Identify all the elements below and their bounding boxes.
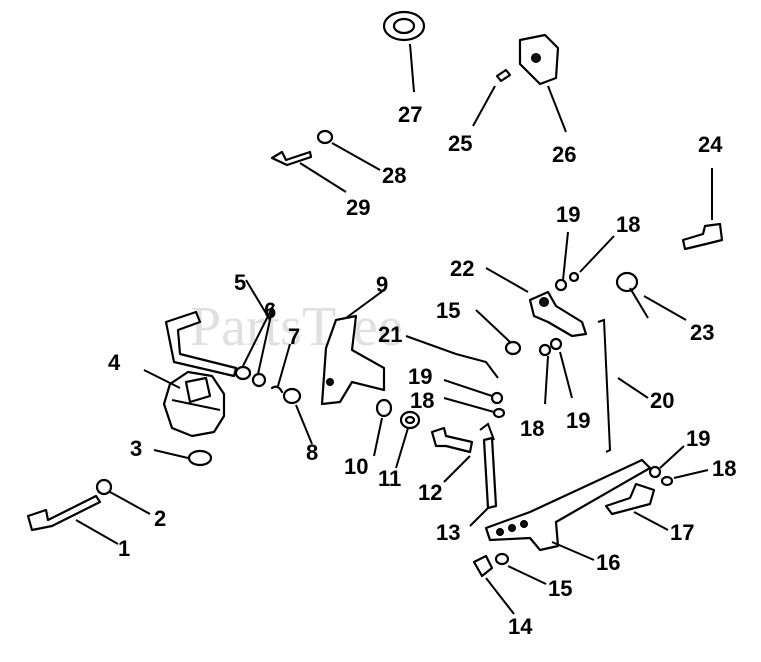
part-1-pin bbox=[26, 494, 102, 532]
callout-18-c: 18 bbox=[410, 388, 434, 413]
callout-25: 25 bbox=[448, 131, 472, 156]
part-15-washer bbox=[494, 552, 510, 566]
part-12-bolt bbox=[430, 426, 474, 454]
callout-5: 5 bbox=[234, 270, 246, 295]
callout-26: 26 bbox=[552, 142, 576, 167]
part-6-washers bbox=[234, 365, 267, 388]
part-7-clip bbox=[270, 385, 284, 394]
part-17-shoulder-bolt bbox=[604, 482, 656, 516]
part-2-nut bbox=[95, 478, 113, 496]
leader-lines bbox=[75, 43, 713, 615]
callout-9: 9 bbox=[376, 272, 388, 297]
part-5-lever-shaft bbox=[164, 310, 238, 378]
callout-10: 10 bbox=[344, 454, 368, 479]
part-4-gear bbox=[162, 370, 226, 438]
part-16-lever-arm bbox=[484, 458, 652, 552]
callout-18-a: 18 bbox=[616, 212, 640, 237]
part-13-spring bbox=[479, 422, 498, 510]
callout-21: 21 bbox=[378, 322, 402, 347]
callout-6: 6 bbox=[264, 298, 276, 323]
callout-22: 22 bbox=[450, 256, 474, 281]
callout-17: 17 bbox=[670, 520, 694, 545]
callout-4: 4 bbox=[108, 350, 121, 375]
callout-19-b: 19 bbox=[566, 408, 590, 433]
part-23-spring bbox=[615, 271, 649, 319]
callout-19-c: 19 bbox=[408, 364, 432, 389]
part-21-link-rod bbox=[455, 353, 499, 379]
callout-7: 7 bbox=[288, 324, 300, 349]
callout-19-a: 19 bbox=[556, 202, 580, 227]
callout-18-d: 18 bbox=[712, 456, 736, 481]
callout-18-b: 18 bbox=[520, 416, 544, 441]
part-10-washer bbox=[375, 398, 393, 418]
part-29-bolt bbox=[270, 150, 313, 167]
part-small-nuts bbox=[490, 271, 674, 487]
callout-13: 13 bbox=[436, 520, 460, 545]
part-20-rod bbox=[597, 318, 612, 453]
callout-19-d: 19 bbox=[686, 426, 710, 451]
callout-27: 27 bbox=[398, 102, 422, 127]
callout-labels: 27 25 26 28 29 24 19 18 22 23 15 21 18 1… bbox=[108, 102, 736, 639]
part-26-bracket bbox=[518, 33, 560, 86]
callout-16: 16 bbox=[596, 550, 620, 575]
callout-15-a: 15 bbox=[436, 298, 460, 323]
callout-14: 14 bbox=[508, 614, 533, 639]
part-14-nut bbox=[472, 554, 494, 578]
callout-29: 29 bbox=[346, 195, 370, 220]
callout-23: 23 bbox=[690, 320, 714, 345]
callout-15-b: 15 bbox=[548, 576, 572, 601]
watermark-text: PartsTree bbox=[190, 296, 403, 358]
callout-24: 24 bbox=[698, 132, 723, 157]
part-27-bushing bbox=[382, 10, 426, 42]
callout-11: 11 bbox=[378, 466, 401, 491]
part-3-washer bbox=[187, 449, 213, 467]
callout-2: 2 bbox=[154, 506, 166, 531]
part-24-bolt bbox=[681, 222, 724, 251]
part-9-bracket bbox=[320, 314, 386, 406]
part-8-nut bbox=[282, 387, 302, 405]
callout-1: 1 bbox=[118, 536, 130, 561]
part-22-lever-bracket bbox=[528, 290, 588, 338]
part-25-screw bbox=[495, 68, 512, 83]
callout-20: 20 bbox=[650, 388, 674, 413]
part-28-nut bbox=[316, 129, 334, 145]
callout-8: 8 bbox=[306, 440, 318, 465]
callout-3: 3 bbox=[130, 436, 142, 461]
callout-28: 28 bbox=[382, 163, 406, 188]
part-11-bushing bbox=[399, 410, 421, 430]
callout-12: 12 bbox=[418, 480, 442, 505]
